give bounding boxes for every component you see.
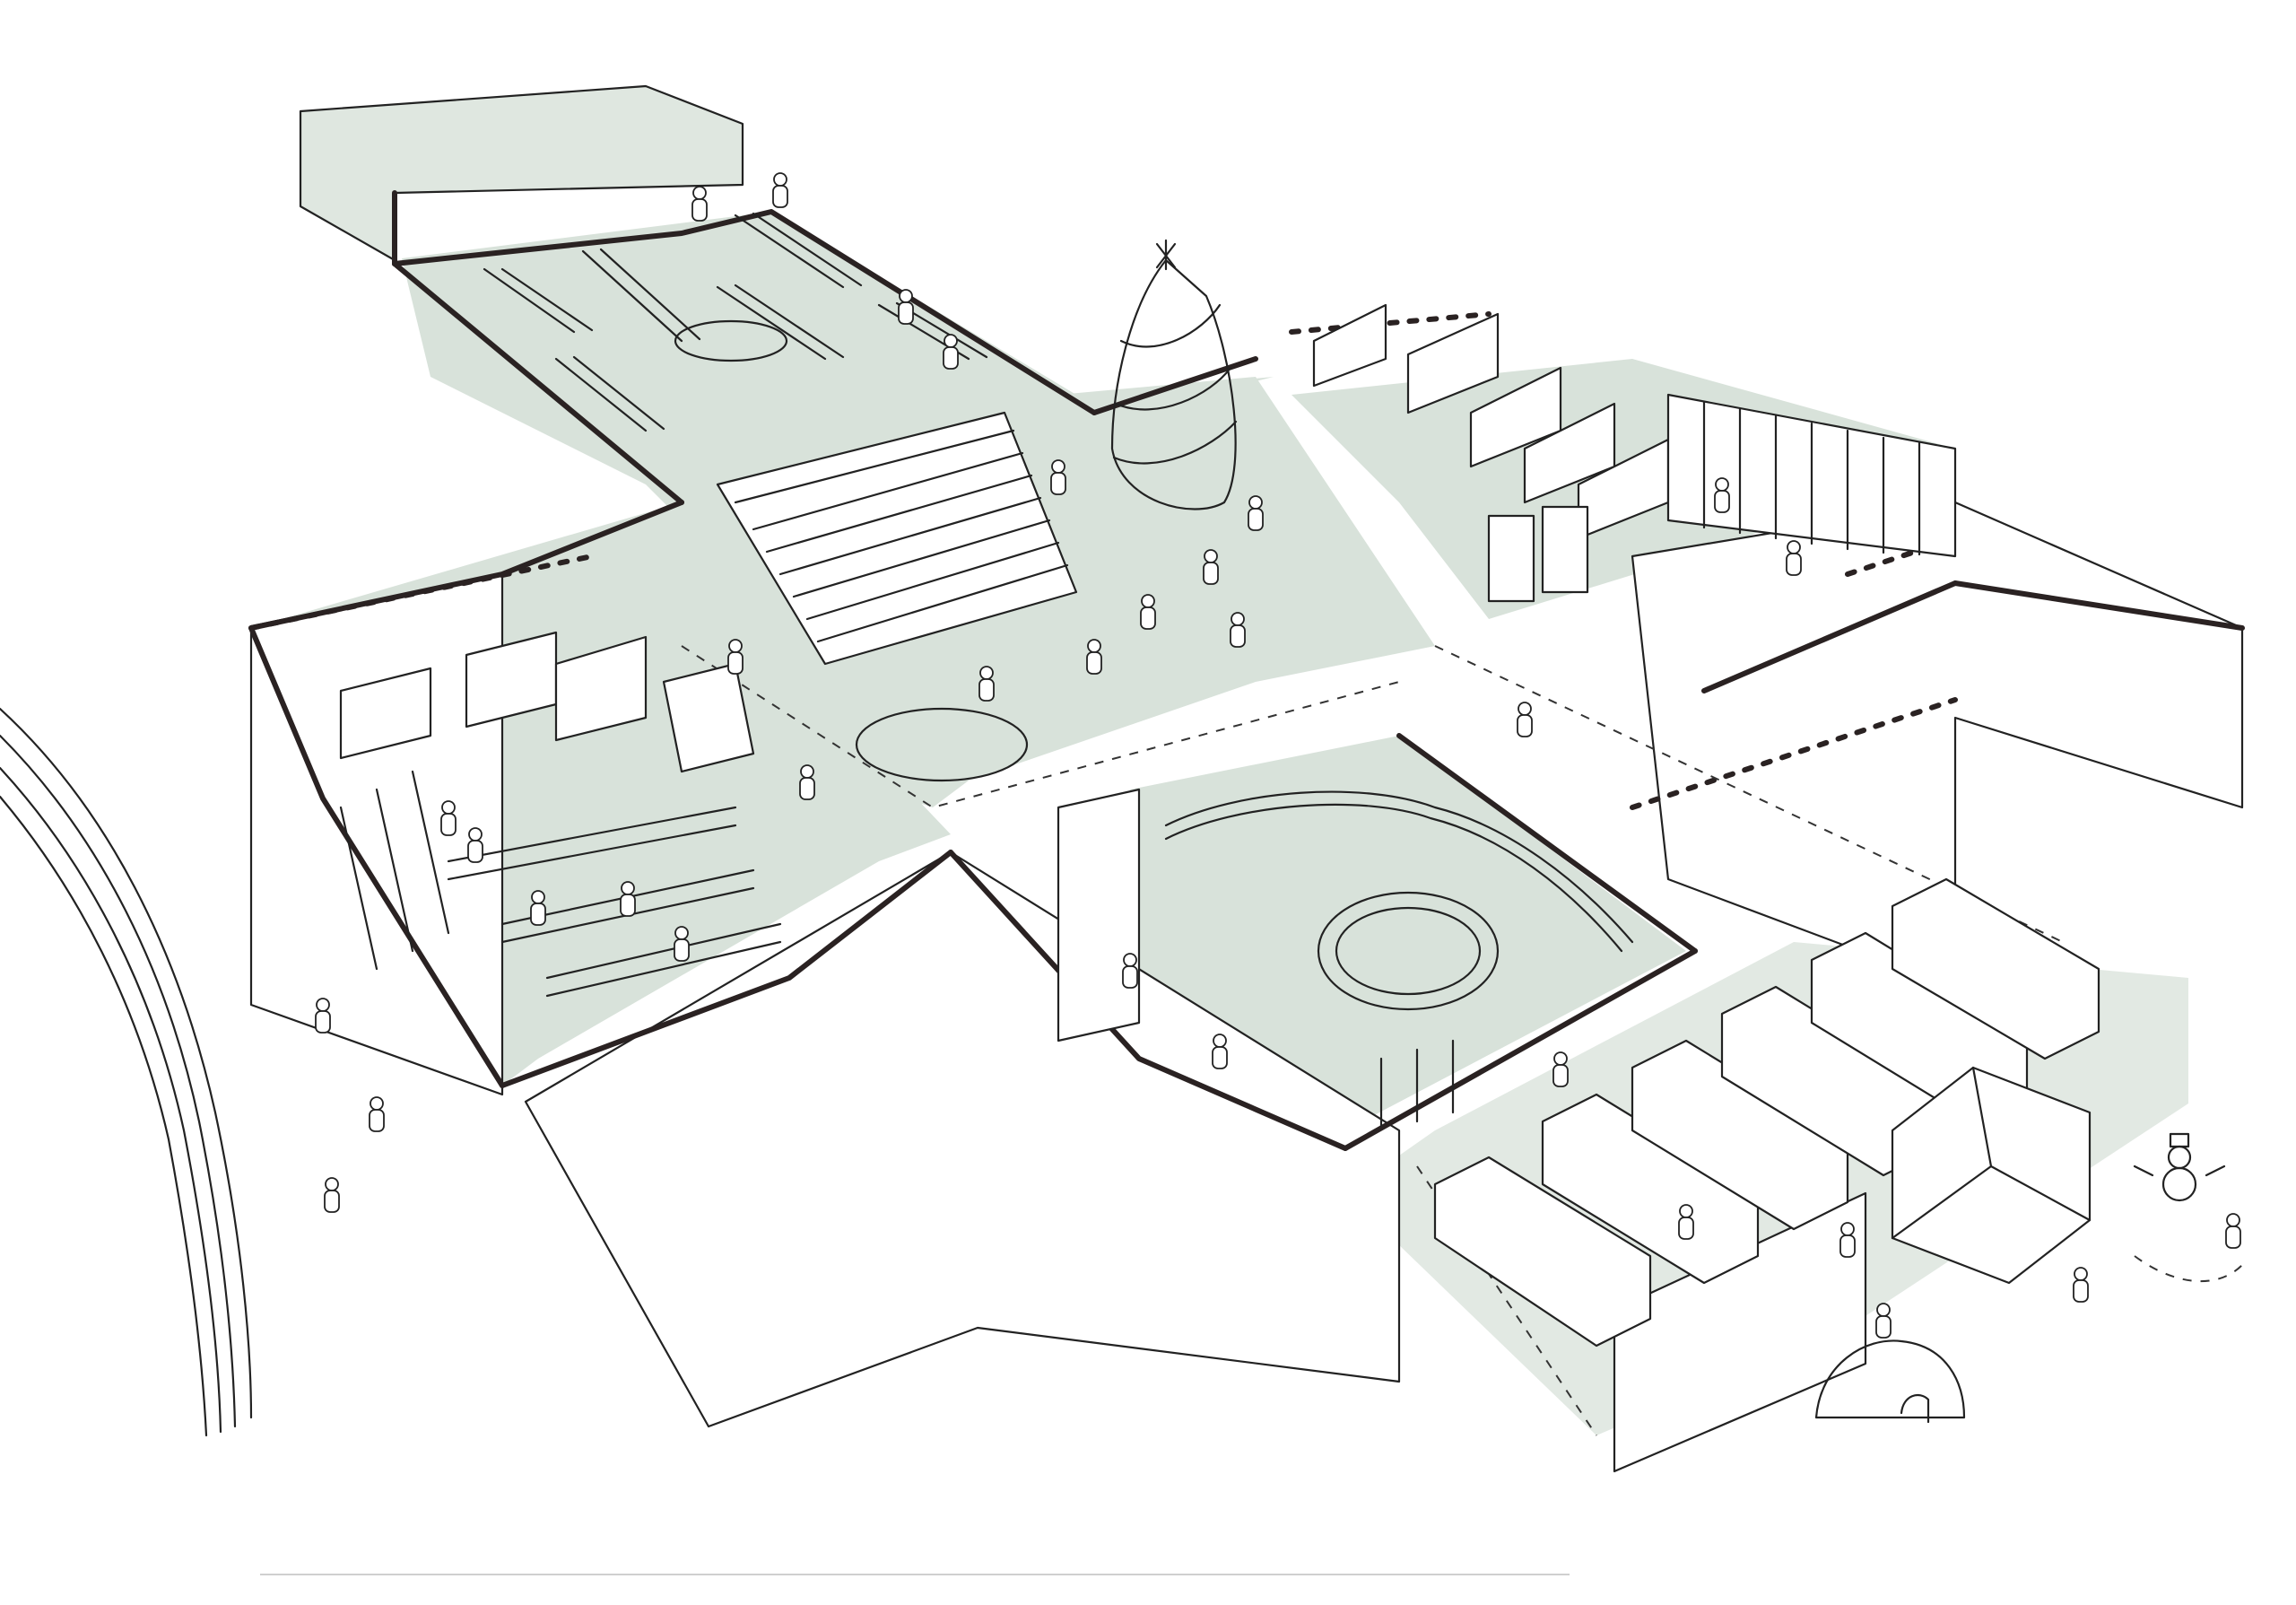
circle-room-floor bbox=[1130, 736, 1686, 1130]
dining-hall-floor bbox=[402, 212, 1274, 520]
dining-table bbox=[483, 267, 594, 334]
person-figure bbox=[978, 666, 995, 702]
cafe-door bbox=[1541, 505, 1589, 594]
circle-dance-room bbox=[1057, 788, 1634, 1128]
east-block bbox=[1631, 501, 2244, 989]
person-figure bbox=[943, 334, 959, 370]
person-figure bbox=[1248, 495, 1264, 531]
plaza-oval bbox=[855, 707, 1029, 782]
person-figure bbox=[1875, 1303, 1892, 1339]
person-figure bbox=[440, 800, 457, 836]
person-figure bbox=[772, 172, 788, 208]
market-stalls bbox=[1433, 877, 2100, 1348]
person-figure bbox=[1122, 953, 1138, 989]
person-figure bbox=[898, 289, 914, 325]
grandstand-seating bbox=[716, 411, 1078, 666]
person-figure bbox=[1552, 1051, 1569, 1087]
dining-table bbox=[734, 212, 863, 289]
person-figure bbox=[2225, 1213, 2241, 1249]
person-figure bbox=[620, 881, 636, 917]
person-figure bbox=[324, 1177, 340, 1213]
person-figure bbox=[1050, 459, 1066, 495]
person-figure bbox=[727, 639, 744, 675]
igloo bbox=[1814, 1339, 1966, 1424]
snowman bbox=[2133, 1132, 2243, 1283]
person-figure bbox=[1203, 549, 1219, 585]
tree-icon bbox=[1110, 258, 1237, 510]
dining-table bbox=[581, 248, 701, 343]
person-figure bbox=[691, 186, 708, 222]
cafe-kitchen bbox=[1312, 303, 1957, 603]
person-figure bbox=[1714, 477, 1730, 513]
cafe-door bbox=[1487, 514, 1535, 603]
person-figure bbox=[1678, 1204, 1694, 1240]
person-figure bbox=[1140, 594, 1156, 630]
dining-hall bbox=[483, 212, 988, 432]
person-figure bbox=[1230, 612, 1246, 648]
north-block bbox=[299, 84, 744, 262]
person-figure bbox=[2073, 1267, 2089, 1303]
person-figure bbox=[674, 926, 690, 962]
floor-circle bbox=[674, 319, 788, 362]
person-figure bbox=[1839, 1222, 1856, 1258]
canteen-tables bbox=[339, 631, 782, 998]
person-figure bbox=[530, 890, 546, 926]
person-figure bbox=[315, 998, 331, 1034]
igloo-icon bbox=[1814, 1339, 1966, 1419]
person-figure bbox=[799, 764, 815, 800]
snowman-icon bbox=[2133, 1132, 2226, 1202]
person-figure bbox=[1786, 540, 1802, 576]
dining-table bbox=[554, 355, 665, 432]
person-figure bbox=[1212, 1034, 1228, 1069]
person-figure bbox=[467, 827, 483, 863]
people bbox=[315, 172, 2241, 1339]
person-figure bbox=[1517, 702, 1533, 737]
west-block-top bbox=[249, 572, 504, 1096]
dining-table bbox=[716, 283, 845, 361]
dancer-ring bbox=[1317, 891, 1500, 1011]
road-curves bbox=[0, 707, 253, 1437]
person-figure bbox=[1086, 639, 1102, 675]
person-figure bbox=[369, 1096, 385, 1132]
building-outline bbox=[248, 190, 2245, 1436]
christmas-tree bbox=[1110, 239, 1238, 510]
entrance-shed bbox=[1891, 1066, 2092, 1285]
stall-hall-wall bbox=[1613, 1191, 1867, 1473]
